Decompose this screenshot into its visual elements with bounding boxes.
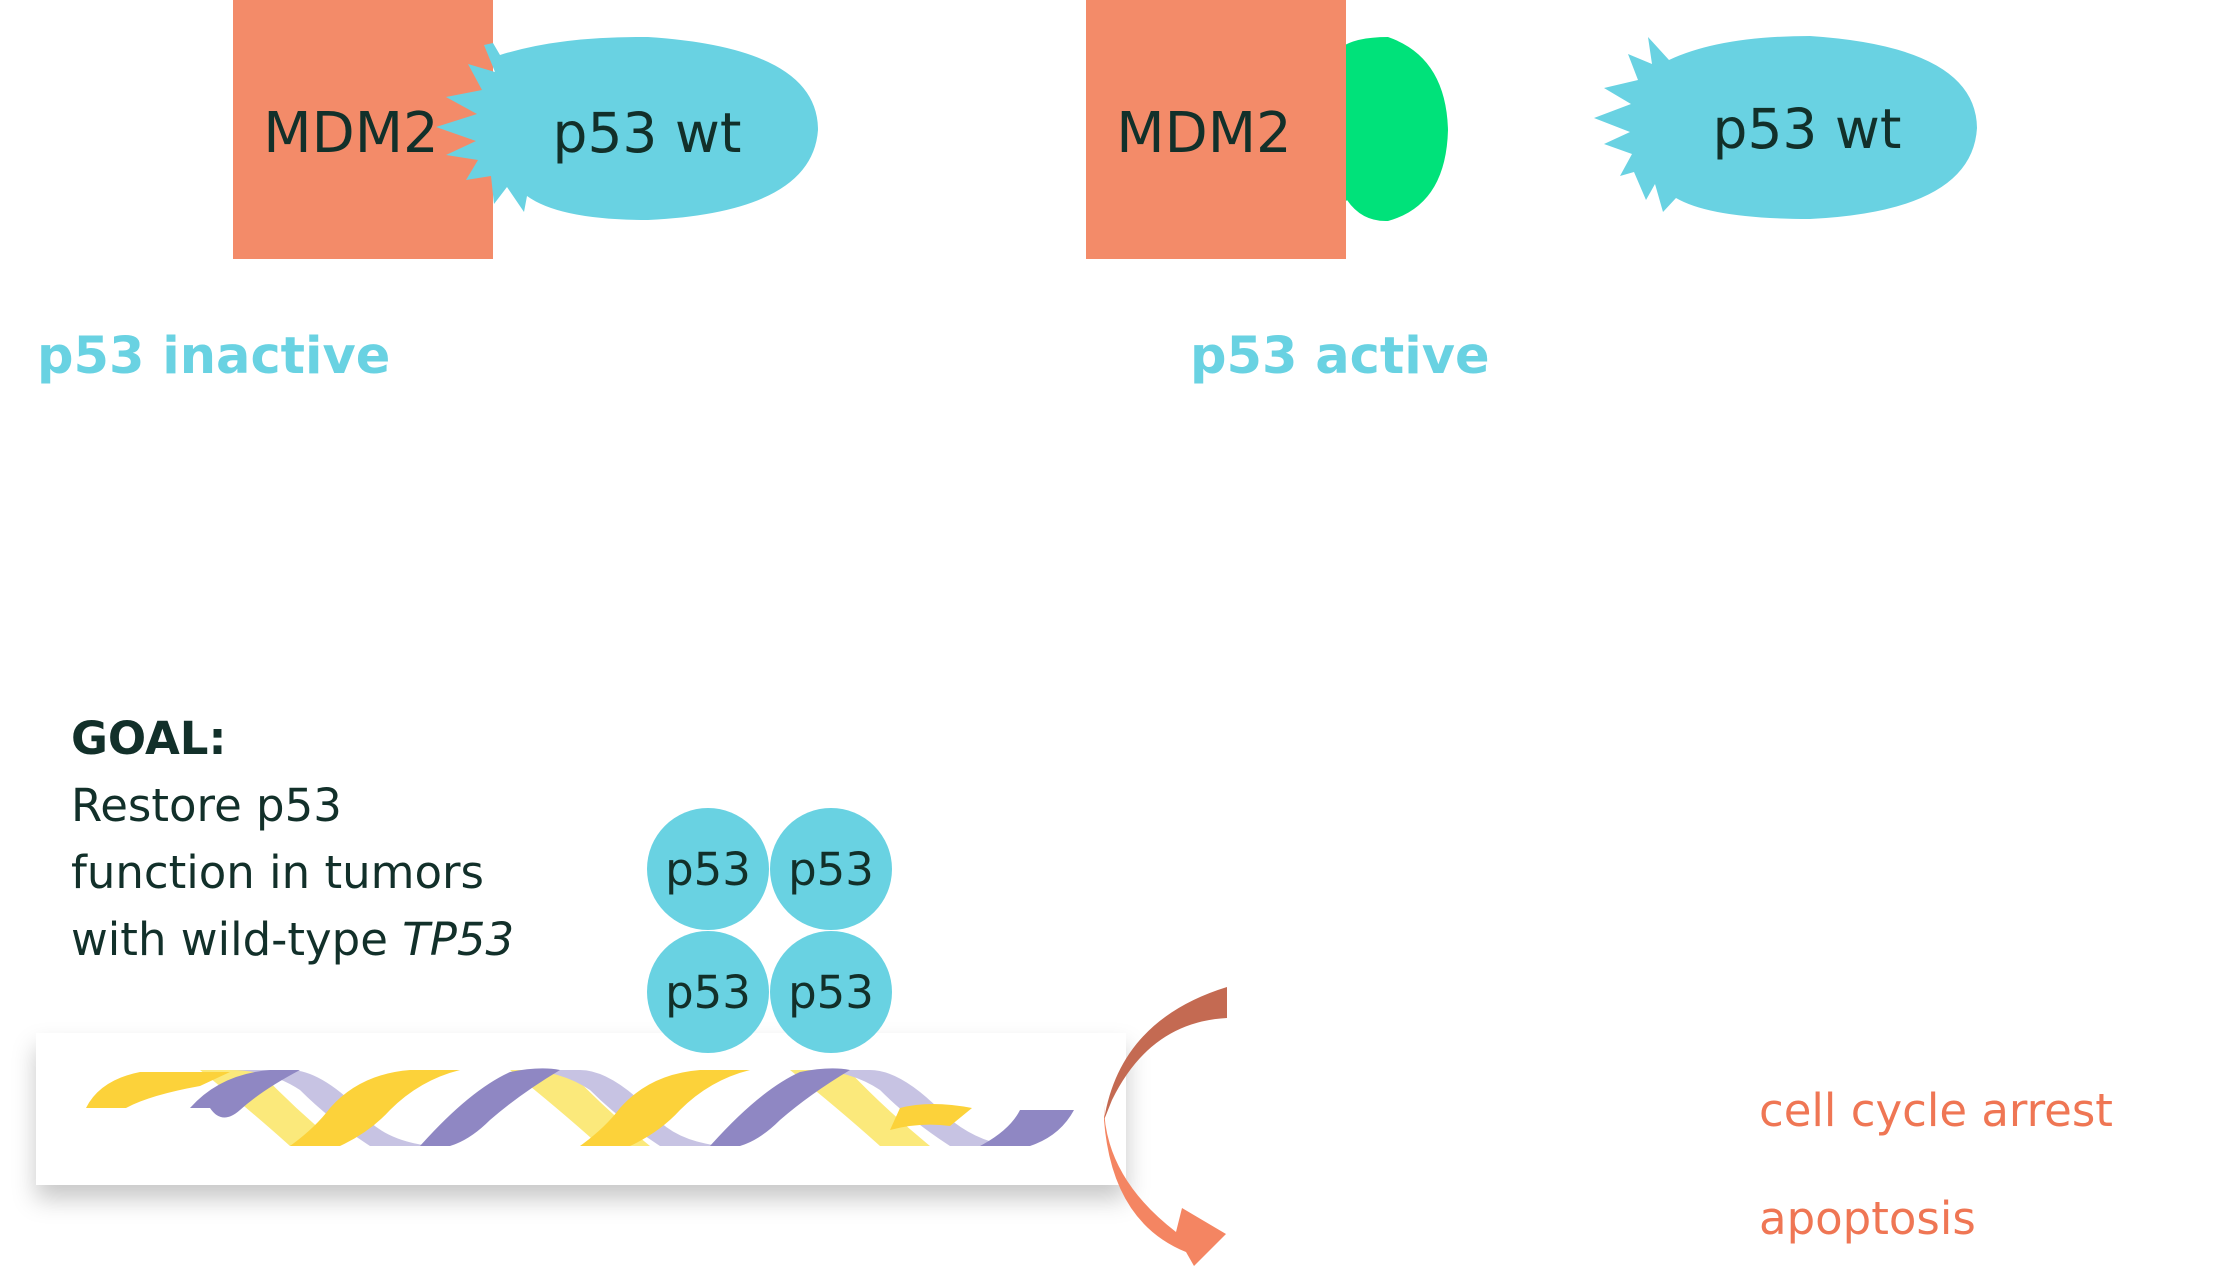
goal-text-block: GOAL: Restore p53 function in tumors wit… (71, 705, 631, 973)
p53-wt-free-spiky-shape (1594, 36, 1977, 219)
p53-wt-label: p53 wt (553, 101, 742, 165)
outcome-arrow (1103, 987, 1227, 1266)
dna-strand-yellow-front (86, 1070, 972, 1146)
p53-subunit-label: p53 (665, 966, 751, 1019)
p53-active-title: p53 active (1190, 327, 1490, 386)
p53-tetramer: p53 p53 p53 p53 (647, 808, 892, 1053)
panel-inactive: MDM2 p53 wt p53 inactive (37, 0, 818, 386)
mdm2-box (1086, 0, 1346, 259)
arrow-upper-band (1104, 987, 1227, 1120)
goal-line-1: Restore p53 (71, 779, 342, 832)
p53-subunit-label: p53 (788, 966, 874, 1019)
outcome-cell-cycle-arrest: cell cycle arrest (1759, 1084, 2113, 1137)
dna-strand-purple-front (190, 1068, 1074, 1146)
p53-inactive-title: p53 inactive (37, 327, 390, 386)
panel-active: MDM2 p53 wt p53 active (1086, 0, 1977, 386)
p53-subunit (647, 808, 769, 930)
p53-subunit (770, 931, 892, 1053)
p53-subunit-label: p53 (665, 843, 751, 896)
p53-subunit (647, 931, 769, 1053)
dna-strip (36, 1033, 1126, 1185)
p53-wt-spiky-shape (436, 36, 818, 221)
p53-subunit (770, 808, 892, 930)
goal-line-2: function in tumors (71, 846, 484, 899)
goal-gene-name: TP53 (402, 913, 515, 966)
arrow-lower-band (1103, 1100, 1226, 1266)
goal-heading: GOAL: (71, 712, 227, 765)
goal-line-3: with wild-type TP53 (71, 906, 631, 973)
mdm2-label: MDM2 (1116, 101, 1291, 166)
goal-line-3-prefix: with wild-type (71, 913, 403, 966)
dna-strand-yellow-back (200, 1070, 930, 1146)
mdm2-label: MDM2 (263, 101, 438, 166)
p53-subunit-label: p53 (788, 843, 874, 896)
outcome-apoptosis: apoptosis (1759, 1192, 1976, 1245)
p53-wt-label: p53 wt (1713, 97, 1902, 161)
dna-helix (86, 1068, 1074, 1146)
